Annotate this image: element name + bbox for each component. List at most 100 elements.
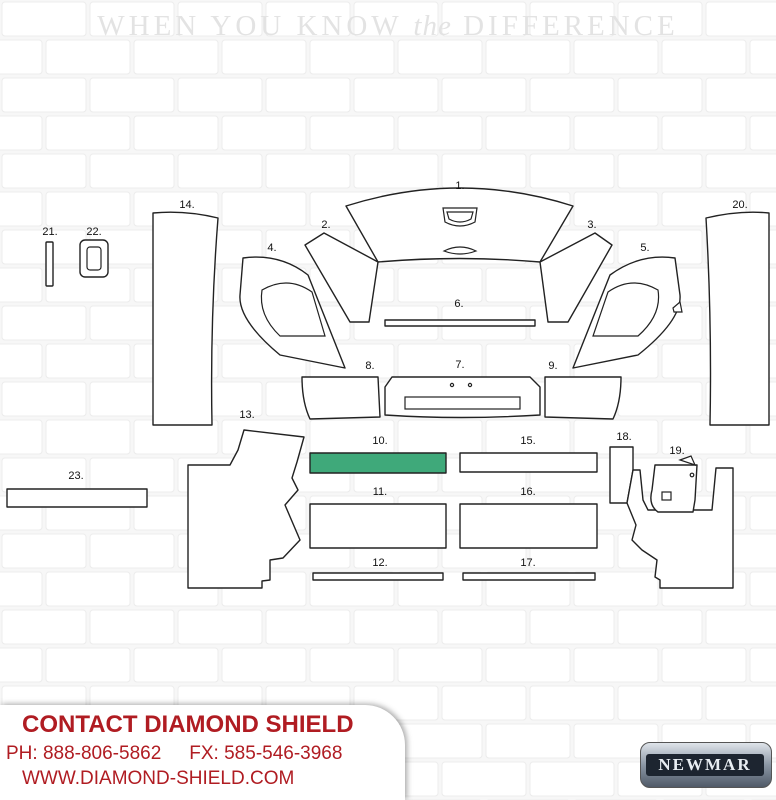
newmar-logo: NEWMAR [640, 742, 772, 788]
brick [133, 39, 219, 75]
brick [397, 267, 483, 303]
brick [661, 647, 747, 683]
brick [485, 39, 571, 75]
part-label-19: 19. [669, 445, 684, 457]
brick [177, 77, 263, 113]
part-3[interactable]: 3. [539, 219, 613, 323]
brick [749, 419, 776, 455]
brick [309, 39, 395, 75]
part-label-20: 20. [732, 199, 747, 211]
part-1[interactable]: 1. [345, 180, 574, 263]
part-4[interactable]: 4. [239, 242, 346, 369]
part-7[interactable]: 7. [384, 359, 541, 419]
brick [529, 77, 615, 113]
brick [45, 115, 131, 151]
part-21[interactable]: 21. [42, 226, 58, 287]
part-2[interactable]: 2. [304, 219, 379, 323]
tagline-pre: WHEN YOU KNOW [97, 10, 403, 42]
phone-number[interactable]: PH: 888-806-5862 [6, 743, 162, 764]
website-link[interactable]: WWW.DIAMOND-SHIELD.COM [22, 768, 295, 789]
brick [353, 1, 439, 37]
brick [309, 115, 395, 151]
brick [0, 419, 43, 455]
logo-band [646, 754, 764, 776]
brick [89, 77, 175, 113]
brick [265, 609, 351, 645]
part-label-10: 10. [372, 435, 387, 447]
brick [529, 761, 615, 797]
brick [617, 609, 703, 645]
part-22[interactable]: 22. [79, 226, 109, 278]
brick [265, 77, 351, 113]
brick [353, 153, 439, 189]
part-label-7: 7. [455, 359, 464, 371]
brick [485, 723, 571, 759]
part-label-16: 16. [520, 486, 535, 498]
brick [749, 39, 776, 75]
brick [0, 571, 43, 607]
brick [749, 495, 776, 531]
brick [705, 609, 776, 645]
brick [705, 77, 776, 113]
tagline-post: DIFFERENCE [463, 10, 679, 42]
brick [0, 191, 43, 227]
part-label-18: 18. [616, 431, 631, 443]
brick [441, 153, 527, 189]
part-label-14: 14. [179, 199, 194, 211]
part-12[interactable]: 12. [312, 557, 444, 581]
part-16[interactable]: 16. [459, 486, 598, 549]
part-14[interactable]: 14. [152, 199, 219, 426]
brick [45, 419, 131, 455]
brick [617, 77, 703, 113]
brick [45, 343, 131, 379]
brick [353, 77, 439, 113]
part-label-22: 22. [86, 226, 101, 238]
part-20[interactable]: 20. [705, 199, 770, 426]
part-8[interactable]: 8. [301, 360, 381, 420]
part-13[interactable]: 13. [187, 409, 305, 589]
part-15[interactable]: 15. [459, 435, 598, 473]
brick [441, 1, 527, 37]
brick [749, 647, 776, 683]
brick [133, 647, 219, 683]
brick [573, 39, 659, 75]
brick [177, 153, 263, 189]
brick [89, 1, 175, 37]
part-18-lower[interactable] [626, 467, 734, 589]
part-5[interactable]: 5. [572, 242, 683, 369]
part-18[interactable]: 18. [609, 431, 634, 504]
brick [1, 153, 87, 189]
brick [1, 1, 87, 37]
brick [1, 381, 87, 417]
tagline: WHEN YOU KNOW the DIFFERENCE [0, 10, 776, 43]
part-label-9: 9. [548, 360, 557, 372]
brick [617, 153, 703, 189]
part-11[interactable]: 11. [309, 486, 447, 549]
brick [221, 115, 307, 151]
brick [749, 115, 776, 151]
tagline-the: the [413, 10, 452, 42]
brick [221, 647, 307, 683]
brick [309, 647, 395, 683]
brick [45, 647, 131, 683]
part-23[interactable]: 23. [6, 470, 148, 508]
brick [265, 153, 351, 189]
part-label-17: 17. [520, 557, 535, 569]
brick [529, 685, 615, 721]
part-label-5: 5. [640, 242, 649, 254]
brick [573, 723, 659, 759]
part-17[interactable]: 17. [462, 557, 596, 581]
part-6[interactable]: 6. [384, 298, 536, 327]
part-9[interactable]: 9. [544, 360, 622, 420]
part-10[interactable]: 10. [309, 435, 447, 474]
brick [177, 1, 263, 37]
brick [661, 419, 747, 455]
fax-number: FX: 585-546-3968 [189, 743, 343, 764]
brick [45, 39, 131, 75]
part-19[interactable]: 19. [650, 445, 698, 513]
brick [573, 191, 659, 227]
brick [265, 1, 351, 37]
part-label-1: 1. [455, 180, 464, 192]
part-label-8: 8. [365, 360, 374, 372]
